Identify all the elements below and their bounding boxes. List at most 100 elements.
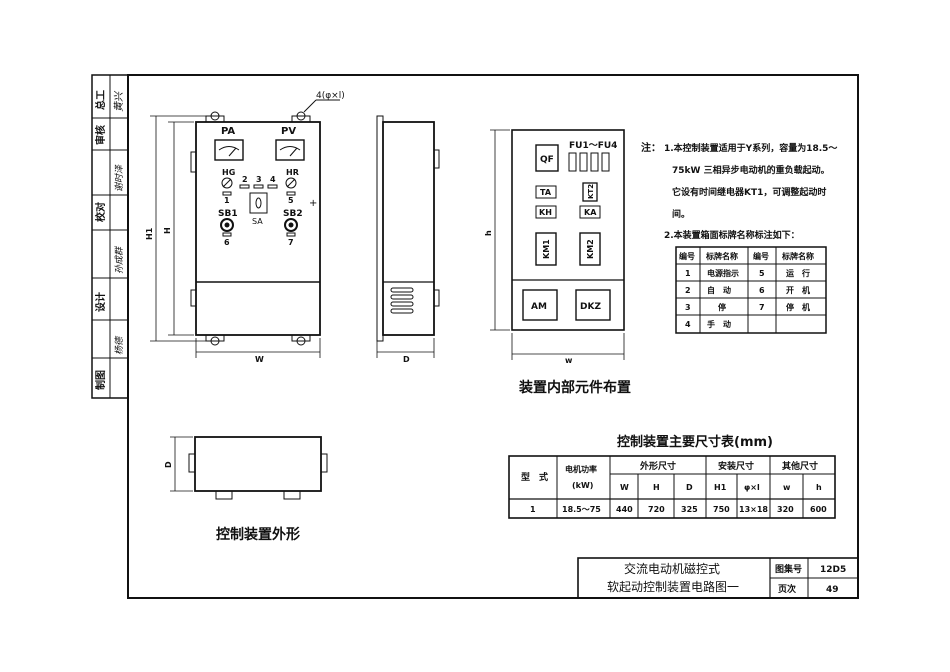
strip-label-design: 设计 [94,292,107,312]
km1-label: KM1 [542,239,551,259]
dt-sub-d: D [686,483,693,492]
btn-start-label: SB1 [218,209,238,219]
lamp-red [285,177,297,189]
stop-button [284,218,298,232]
num-7: 7 [288,238,294,247]
np-row-4: 4 手 动 [685,319,731,329]
qf-label: QF [540,155,554,165]
mount-hole-br [296,336,306,346]
svg-text:440: 440 [616,505,633,514]
svg-text:停: 停 [718,302,726,312]
atlas-no-value: 12D5 [820,565,846,575]
dt-sub-h1: H1 [714,483,727,492]
am-box [522,289,558,321]
btn-stop-label: SB2 [283,209,303,219]
np-row-2: 2 自 动 6 开 机 [685,285,810,295]
title-line-1: 交流电动机磁控式 [624,561,720,576]
svg-text:开 机: 开 机 [786,285,810,295]
kt2-label: KT2 [587,184,595,199]
note-line-4: 间。 [672,208,690,220]
dim-w-front: W [255,355,264,364]
ka-box [579,205,601,219]
dt-h-outer: 外形尺寸 [639,460,676,472]
strip-label-check: 校对 [94,202,107,222]
km2-box [579,232,601,266]
title-line-2: 软起动控制装置电路图一 [607,579,739,594]
svg-text:1: 1 [685,269,691,278]
title-block: 交流电动机磁控式 软起动控制装置电路图一 图集号 12D5 页次 49 [577,557,859,599]
svg-text:4: 4 [685,320,691,329]
page-no-label: 页次 [778,583,796,595]
svg-text:600: 600 [810,505,827,514]
svg-text:320: 320 [777,505,794,514]
side-view: D [376,115,440,364]
km2-label: KM2 [586,239,595,259]
page-no-value: 49 [826,585,839,595]
start-button [220,218,234,232]
strip-signature-4: 杨德 [114,335,125,355]
am-label: AM [531,302,547,312]
dt-sub-h: H [653,483,660,492]
dim-h: H [163,227,172,234]
strip-signature-3: 孙成群 [114,245,125,274]
ta-box [535,185,557,199]
np-h-no-2: 编号 [753,251,769,261]
notes-label: 注： [641,141,661,154]
dt-sub-hole: φ×l [744,483,760,492]
note-line-2: 75kW 三相异步电动机的重负载起动。 [672,164,830,176]
dkz-box [575,289,611,321]
kt2-box [582,182,598,202]
outline-caption: 控制装置外形 [216,526,300,543]
num-5: 5 [288,196,294,205]
dt-h-power: 电机功率 [565,464,597,474]
num-1: 1 [224,196,230,205]
mount-hole-tr [296,111,306,121]
dt-h-power-unit: (kW) [572,481,593,490]
interior-caption: 装置内部元件布置 [518,379,631,396]
svg-text:750: 750 [713,505,730,514]
strip-label-chief: 总工 [94,90,107,110]
np-h-no-1: 编号 [679,251,695,261]
svg-text:电源指示: 电源指示 [707,268,739,278]
svg-text:13×18: 13×18 [739,505,768,514]
np-h-name-2: 标牌名称 [781,251,814,261]
dt-h-model: 型 式 [521,471,548,483]
selector-switch [249,192,268,214]
svg-text:自 动: 自 动 [707,285,731,295]
fuse-4 [601,152,610,172]
dkz-label: DKZ [580,302,601,312]
breaker-qf [535,144,559,172]
nameplate-table: 编号 标牌名称 编号 标牌名称 1 电源指示 5 运 行 2 自 动 6 开 机… [675,246,827,334]
dt-h-install: 安装尺寸 [718,460,754,472]
dim-d-top: D [164,461,173,468]
svg-text:5: 5 [759,269,765,278]
fuses-label: FU1～FU4 [569,141,617,151]
note-line-5: 2.本装置箱面标牌名称标注如下： [664,229,800,241]
dimension-table: 控制装置主要尺寸表(mm) 型 式 电机功率 (kW) 外形尺寸 安装尺寸 其他… [508,434,836,519]
svg-text:7: 7 [759,303,765,312]
switch-pos-2: 2 [242,175,248,184]
lamp-green-label: HG [222,168,235,177]
meter-v-label: PV [281,126,296,137]
svg-text:停 机: 停 机 [786,302,810,312]
approval-strip: 总工 审核 校对 设计 制图 黄兴 谢时泽 孙成群 杨德 [91,74,129,399]
dim-h-interior: h [484,230,493,236]
dim-table-title: 控制装置主要尺寸表(mm) [617,434,773,450]
svg-text:18.5～75: 18.5～75 [562,505,601,514]
interior-view: QF FU1～FU4 TA KT2 KH KA KM1 KM2 AM DKZ h… [484,129,631,396]
strip-label-draw: 制图 [94,370,107,390]
svg-text:3: 3 [685,303,691,312]
kh-label: KH [539,208,552,217]
notes-block: 注： 1.本控制装置适用于Y系列，容量为18.5～ 75kW 三相异步电动机的重… [641,141,837,241]
ka-label: KA [584,208,597,217]
lamp-red-label: HR [286,168,299,177]
ta-label: TA [540,188,552,197]
strip-label-review: 审核 [94,125,107,145]
svg-text:325: 325 [681,505,698,514]
lamp-green [221,177,233,189]
note-line-3: 它设有时间继电器KT1，可调整起动时 [672,186,826,198]
svg-text:运 行: 运 行 [786,268,810,278]
km1-box [535,232,557,266]
switch-pos-3: 3 [256,175,262,184]
